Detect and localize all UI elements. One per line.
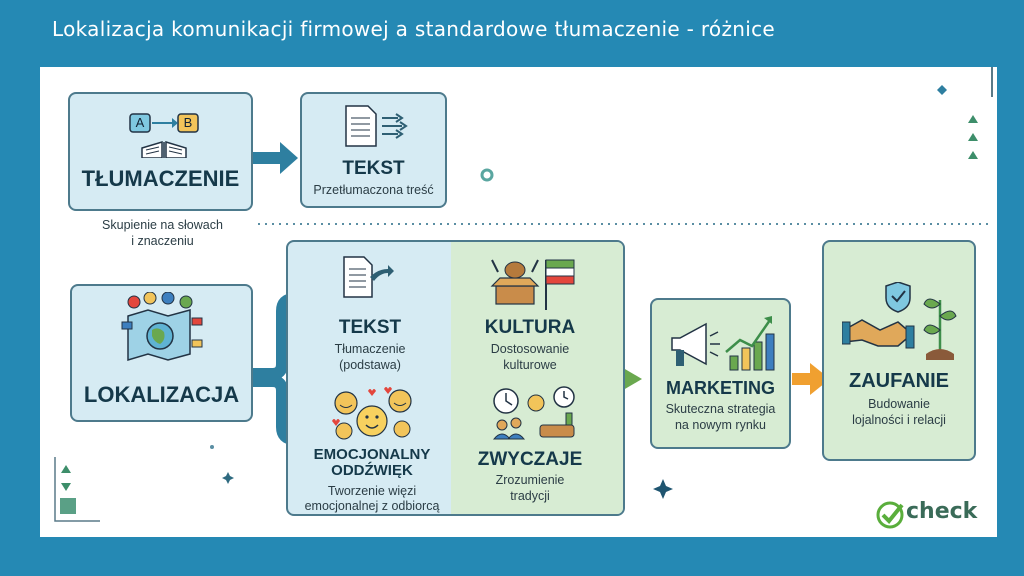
culture-customs-area — [451, 242, 623, 514]
arrow-marketing-to-trust — [792, 363, 830, 395]
checkmark-logo-icon — [876, 501, 904, 529]
emotional-subtitle: Tworzenie więzi emocjonalnej z odbiorcą — [304, 484, 440, 513]
trust-subtitle: Budowanie lojalności i relacji — [852, 397, 946, 427]
marketing-box: MARKETING Skuteczna strategia na nowym r… — [650, 298, 791, 449]
book-ab-icon — [129, 113, 199, 158]
localization-box: LOKALIZACJA — [70, 284, 253, 422]
marketing-subtitle: Skuteczna strategia na nowym rynku — [665, 402, 776, 432]
customs-subtitle: Zrozumienie tradycji — [495, 473, 565, 503]
culture-flag-icon — [490, 259, 575, 310]
logo-text: check — [906, 499, 978, 524]
megaphone-chart-icon — [671, 316, 775, 371]
world-map-flags-icon — [121, 292, 203, 362]
localization-heading: LOKALIZACJA — [83, 382, 240, 407]
emotional-heading: EMOCJONALNY ODDŹWIĘK — [313, 446, 431, 479]
trust-box: ZAUFANIE Budowanie lojalności i relacji — [822, 240, 976, 461]
translation-heading: TŁUMACZENIE — [81, 166, 240, 191]
text-mid-heading: TEKST — [338, 317, 402, 338]
handshake-shield-plant-icon — [842, 282, 957, 360]
decor-diamond — [937, 85, 947, 95]
letter-a: A — [135, 115, 145, 130]
customs-heading: ZWYCZAJE — [477, 449, 583, 470]
marketing-heading: MARKETING — [666, 378, 775, 398]
document-arrows-icon — [345, 105, 408, 147]
decor-circle — [480, 168, 494, 182]
text-top-box: TEKST Przetłumaczona treść — [300, 92, 447, 208]
diagram-panel: A B TŁUMACZENIE Skupienie na słowach i z… — [40, 67, 997, 537]
text-top-subtitle: Przetłumaczona treść — [313, 183, 434, 197]
customs-clock-people-icon — [492, 386, 575, 440]
emoji-faces-icon — [332, 387, 412, 440]
text-mid-subtitle: Tłumaczenie (podstawa) — [334, 342, 406, 372]
translation-caption: Skupienie na słowach i znaczeniu — [102, 218, 223, 248]
culture-subtitle: Dostosowanie kulturowe — [490, 342, 570, 372]
letter-b: B — [183, 115, 193, 130]
arrow-translation-to-text — [251, 142, 298, 174]
document-arrow-icon — [343, 256, 394, 298]
translation-box: A B TŁUMACZENIE — [68, 92, 253, 211]
trust-heading: ZAUFANIE — [849, 370, 949, 392]
culture-heading: KULTURA — [484, 317, 576, 338]
check-logo: check — [876, 499, 994, 529]
page-title: Lokalizacja komunikacji firmowej a stand… — [52, 17, 775, 41]
text-top-heading: TEKST — [342, 158, 405, 179]
